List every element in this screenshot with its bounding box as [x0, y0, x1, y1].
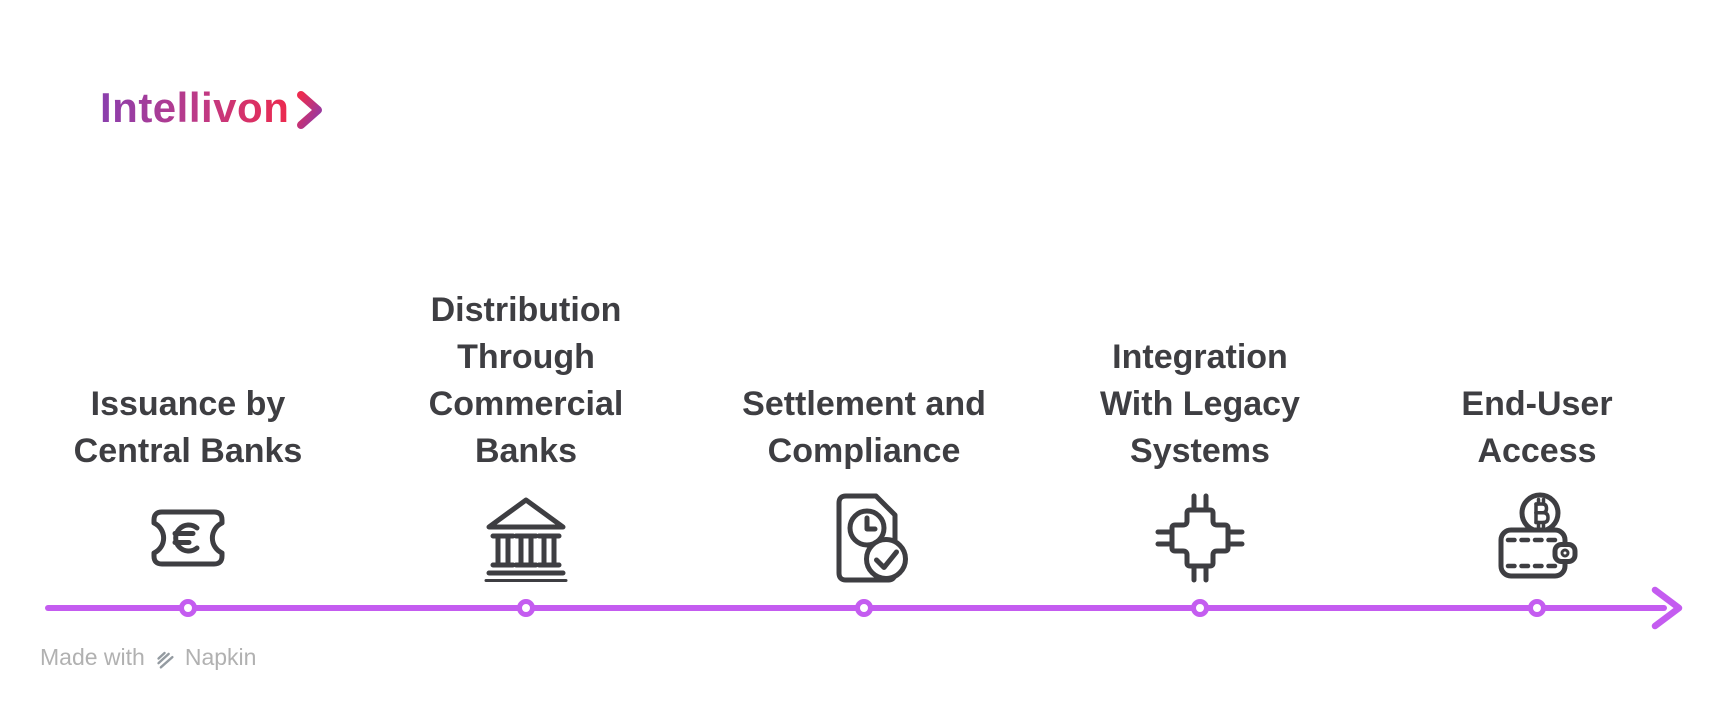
watermark-made-with: Made with [40, 644, 145, 670]
step-title: Settlement and Compliance [742, 385, 986, 470]
logo: Intellivon [100, 84, 325, 132]
step-settlement-compliance: Settlement and Compliance [714, 381, 1014, 590]
step-title: Distribution Through Commercial Banks [428, 291, 624, 470]
document-clock-check-icon [814, 485, 914, 590]
step-issuance-central-banks: Issuance by Central Banks [38, 381, 338, 590]
step-title: End-User Access [1461, 385, 1613, 470]
euro-banknote-icon [138, 485, 238, 590]
timeline-node [517, 599, 535, 617]
watermark: Made with Napkin [40, 644, 256, 671]
bitcoin-wallet-icon [1487, 485, 1587, 590]
timeline-node [1191, 599, 1209, 617]
napkin-logo-icon [157, 651, 174, 669]
watermark-brand: Napkin [184, 644, 257, 670]
timeline-node [179, 599, 197, 617]
arrow-right-icon [1651, 586, 1683, 630]
step-integration-legacy-systems: Integration With Legacy Systems [1050, 334, 1350, 590]
timeline-node [1528, 599, 1546, 617]
circuit-connector-icon [1150, 485, 1250, 590]
step-title: Issuance by Central Banks [73, 385, 303, 470]
logo-chevron-icon [297, 90, 323, 129]
bank-building-icon [476, 485, 576, 590]
step-distribution-commercial-banks: Distribution Through Commercial Banks [376, 287, 676, 590]
logo-text: Intellivon [100, 84, 290, 131]
step-title: Integration With Legacy Systems [1100, 338, 1300, 470]
timeline-node [855, 599, 873, 617]
step-end-user-access: End-User Access [1387, 381, 1687, 590]
